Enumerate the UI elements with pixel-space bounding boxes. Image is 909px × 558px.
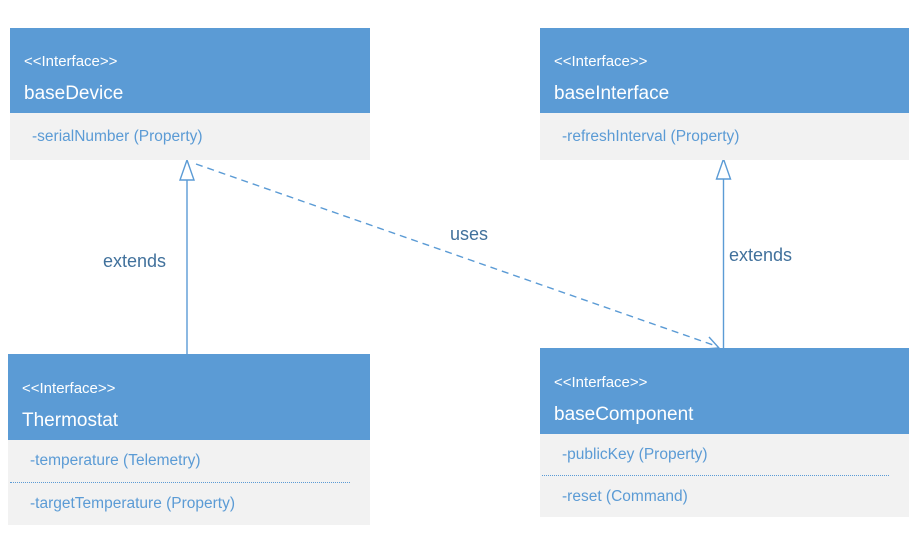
- member-row: -serialNumber (Property): [32, 127, 203, 145]
- extends-label-left: extends: [101, 251, 169, 272]
- node-name: baseComponent: [554, 403, 694, 425]
- member-row: -temperature (Telemetry): [30, 452, 201, 469]
- member-row: -targetTemperature (Property): [30, 495, 236, 512]
- node-header: <<Interface>> baseInterface: [540, 28, 909, 113]
- extends-label-right: extends: [727, 245, 795, 266]
- member-row: -publicKey (Property): [562, 445, 708, 463]
- hollow-triangle-arrowhead-right: [715, 156, 732, 180]
- uses-edge: [195, 163, 717, 347]
- node-name: baseInterface: [554, 83, 670, 104]
- interface-node-baseinterface: <<Interface>> baseInterface -refreshInte…: [540, 28, 909, 160]
- node-stereotype: <<Interface>>: [554, 373, 648, 391]
- node-members: -publicKey (Property) -reset (Command): [540, 434, 909, 517]
- node-stereotype: <<Interface>>: [22, 379, 116, 397]
- uses-label: uses: [448, 224, 491, 245]
- interface-node-basedevice: <<Interface>> baseDevice -serialNumber (…: [10, 28, 370, 160]
- interface-node-basecomponent: <<Interface>> baseComponent -publicKey (…: [540, 348, 909, 517]
- member-separator: [10, 482, 350, 483]
- node-members: -refreshInterval (Property): [540, 113, 909, 160]
- node-header: <<Interface>> baseComponent: [540, 348, 909, 434]
- node-stereotype: <<Interface>>: [554, 53, 648, 70]
- interface-node-thermostat: <<Interface>> Thermostat -temperature (T…: [8, 354, 370, 525]
- node-name: Thermostat: [22, 409, 119, 431]
- node-name: baseDevice: [24, 83, 124, 104]
- node-stereotype: <<Interface>>: [24, 53, 118, 70]
- member-row: -refreshInterval (Property): [562, 127, 740, 145]
- member-separator: [542, 475, 889, 476]
- node-header: <<Interface>> baseDevice: [10, 28, 370, 113]
- node-header: <<Interface>> Thermostat: [8, 354, 370, 440]
- hollow-triangle-arrowhead-left: [179, 157, 195, 181]
- node-members: -serialNumber (Property): [10, 113, 370, 160]
- node-members: -temperature (Telemetry) -targetTemperat…: [8, 440, 370, 525]
- member-row: -reset (Command): [562, 487, 688, 505]
